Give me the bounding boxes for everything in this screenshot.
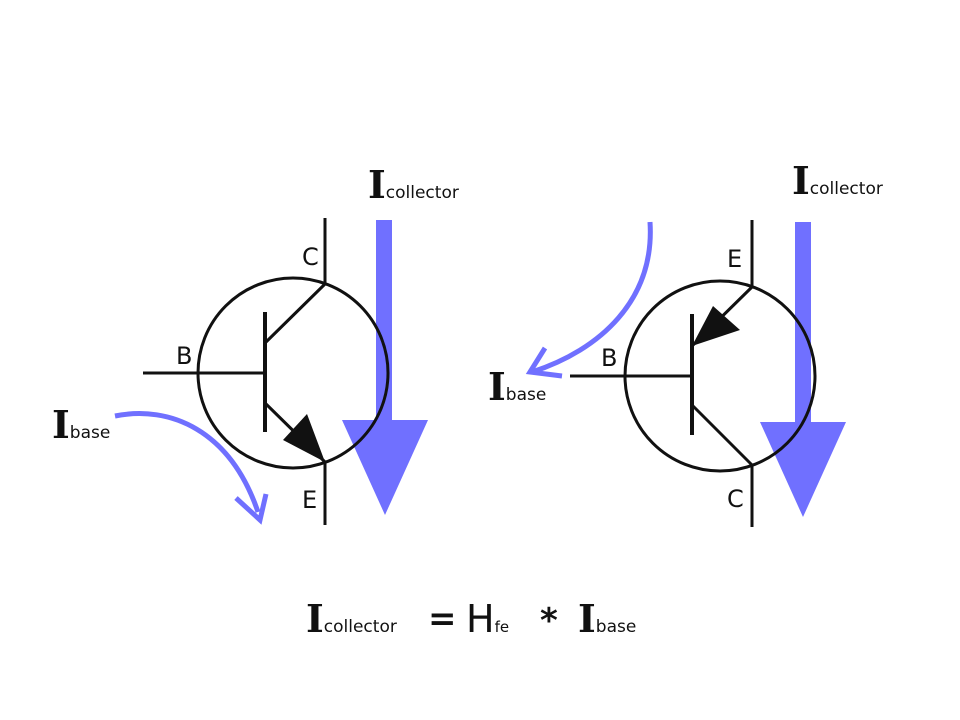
pnp-collector-current-label: Icollector [792,158,883,203]
pnp-base-current-label: Ibase [488,364,546,409]
npn-collector-diagonal [263,282,327,345]
formula-times: * [540,601,558,641]
pnp-pin-c: C [727,485,744,513]
npn-emitter-arrowhead [283,414,325,462]
npn-base-current-arrow [114,411,269,525]
pnp-pin-b: B [601,344,617,372]
npn-pin-b: B [176,342,192,370]
pnp-emitter-arrowhead [692,306,740,346]
formula-rhs: Ibase [578,596,636,641]
npn-collector-current-label: Icollector [368,162,459,207]
npn-collector-current-arrow [342,220,428,515]
pnp-collector-current-arrow [760,222,846,517]
npn-pin-e: E [302,486,317,514]
formula-lhs: Icollector [306,596,397,641]
npn-transistor: C B E Icollector Ibase [52,162,459,525]
npn-base-current-label: Ibase [52,402,110,447]
pnp-transistor: E B C Icollector Ibase [488,158,883,527]
formula-equals: = [428,599,457,639]
pnp-collector-diagonal [690,403,754,467]
npn-pin-c: C [302,243,319,271]
pnp-base-current-arrow [525,221,653,379]
formula-gain: Hfe [466,597,509,641]
gain-formula: Icollector = Hfe * Ibase [306,596,636,641]
pnp-pin-e: E [727,245,742,273]
